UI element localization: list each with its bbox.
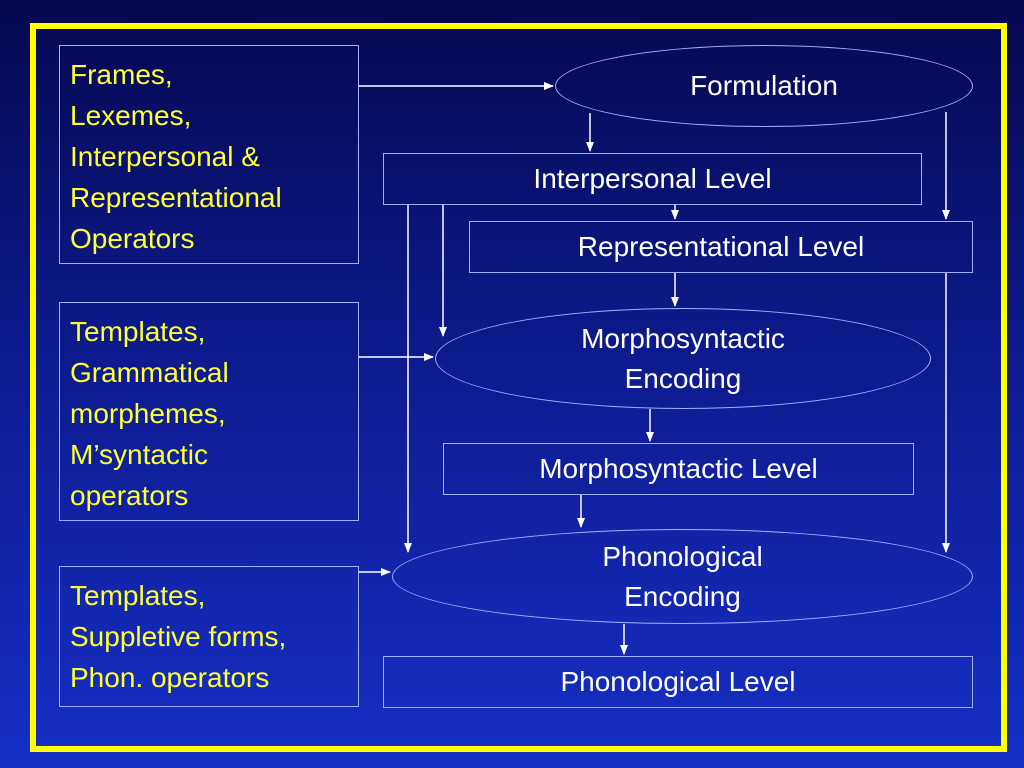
slide-frame (30, 23, 1007, 752)
phonological-encoding-line: Phonological (602, 540, 763, 572)
input-box-templates-suppletive: Templates, Suppletive forms, Phon. opera… (59, 566, 359, 707)
formulation-ellipse: Formulation (555, 45, 973, 127)
morphosyntactic-encoding-line: Morphosyntactic (581, 322, 785, 354)
input-line: Phon. operators (70, 662, 270, 693)
input-line: morphemes, (70, 398, 226, 429)
interpersonal-level-box: Interpersonal Level (383, 153, 922, 205)
morphosyntactic-encoding-ellipse: Morphosyntactic Encoding (435, 308, 931, 409)
morphosyntactic-level-label: Morphosyntactic Level (539, 453, 818, 484)
morphosyntactic-encoding-line: Encoding (624, 362, 742, 394)
phonological-level-label: Phonological Level (560, 666, 796, 697)
input-line: M’syntactic (70, 439, 208, 470)
representational-level-box: Representational Level (469, 221, 973, 273)
phonological-encoding-line: Encoding (624, 580, 741, 612)
input-line: Interpersonal & (70, 141, 260, 172)
input-box-templates-grammatical: Templates, Grammatical morphemes, M’synt… (59, 302, 359, 521)
input-line: Operators (70, 223, 195, 254)
morphosyntactic-level-box: Morphosyntactic Level (443, 443, 914, 495)
input-line: Grammatical (70, 357, 229, 388)
representational-level-label: Representational Level (577, 231, 865, 262)
input-line: Templates, (70, 316, 206, 347)
phonological-encoding-ellipse: Phonological Encoding (392, 529, 973, 624)
input-line: Frames, (70, 59, 173, 90)
interpersonal-level-label: Interpersonal Level (533, 163, 772, 194)
input-line: Lexemes, (70, 100, 192, 131)
phonological-level-box: Phonological Level (383, 656, 973, 708)
input-box-frames: Frames, Lexemes, Interpersonal & Represe… (59, 45, 359, 264)
formulation-label: Formulation (690, 70, 838, 101)
input-line: Suppletive forms, (70, 621, 287, 652)
input-line: Templates, (70, 580, 206, 611)
input-line: Representational (70, 182, 282, 213)
input-line: operators (70, 480, 189, 511)
